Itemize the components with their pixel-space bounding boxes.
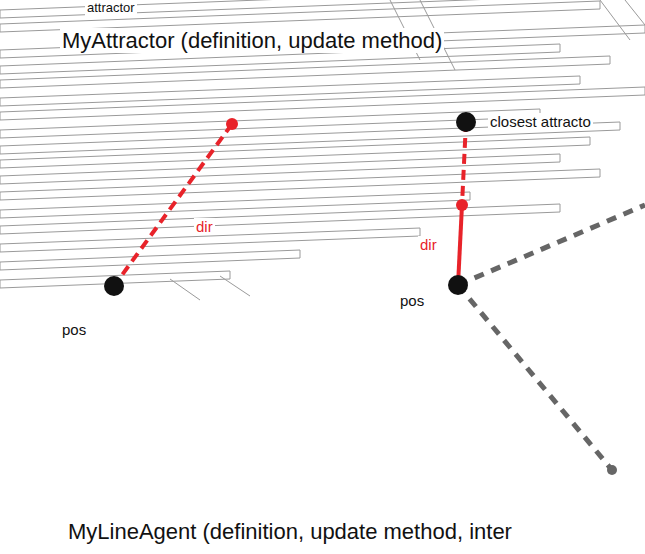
dir-dashed-line: [114, 124, 232, 286]
part-label: attractor: [85, 1, 137, 16]
target-dot: [226, 118, 238, 130]
slat: [0, 137, 590, 168]
slat: [0, 109, 540, 138]
vector-label: dir: [418, 236, 439, 253]
pos-dot: [104, 276, 124, 296]
point-label: pos: [398, 292, 426, 309]
neighbour-line: [458, 285, 612, 470]
dir-dashed-line: [462, 122, 466, 205]
slat: [0, 169, 600, 200]
slat: [0, 56, 610, 88]
slat: [0, 154, 560, 184]
dir-solid-line: [458, 205, 462, 285]
pos-dot: [448, 275, 468, 295]
point-label: closest attracto: [488, 113, 593, 130]
vector-label: dir: [194, 218, 215, 235]
slat: [0, 250, 300, 270]
slat: [0, 204, 560, 234]
slat: [0, 192, 470, 218]
target-dot: [456, 199, 468, 211]
attractor-dot: [456, 112, 476, 132]
slat: [0, 25, 645, 58]
vectors: [104, 112, 645, 475]
section-heading: MyLineAgent (definition, update method, …: [66, 519, 514, 544]
slat: [0, 76, 580, 106]
neighbour-dot: [607, 465, 617, 475]
point-label: pos: [60, 321, 88, 338]
section-heading: MyAttractor (definition, update method): [60, 28, 444, 53]
wooden-slats: [0, 0, 645, 300]
neighbour-line: [458, 205, 645, 285]
slat-end: [170, 276, 250, 300]
